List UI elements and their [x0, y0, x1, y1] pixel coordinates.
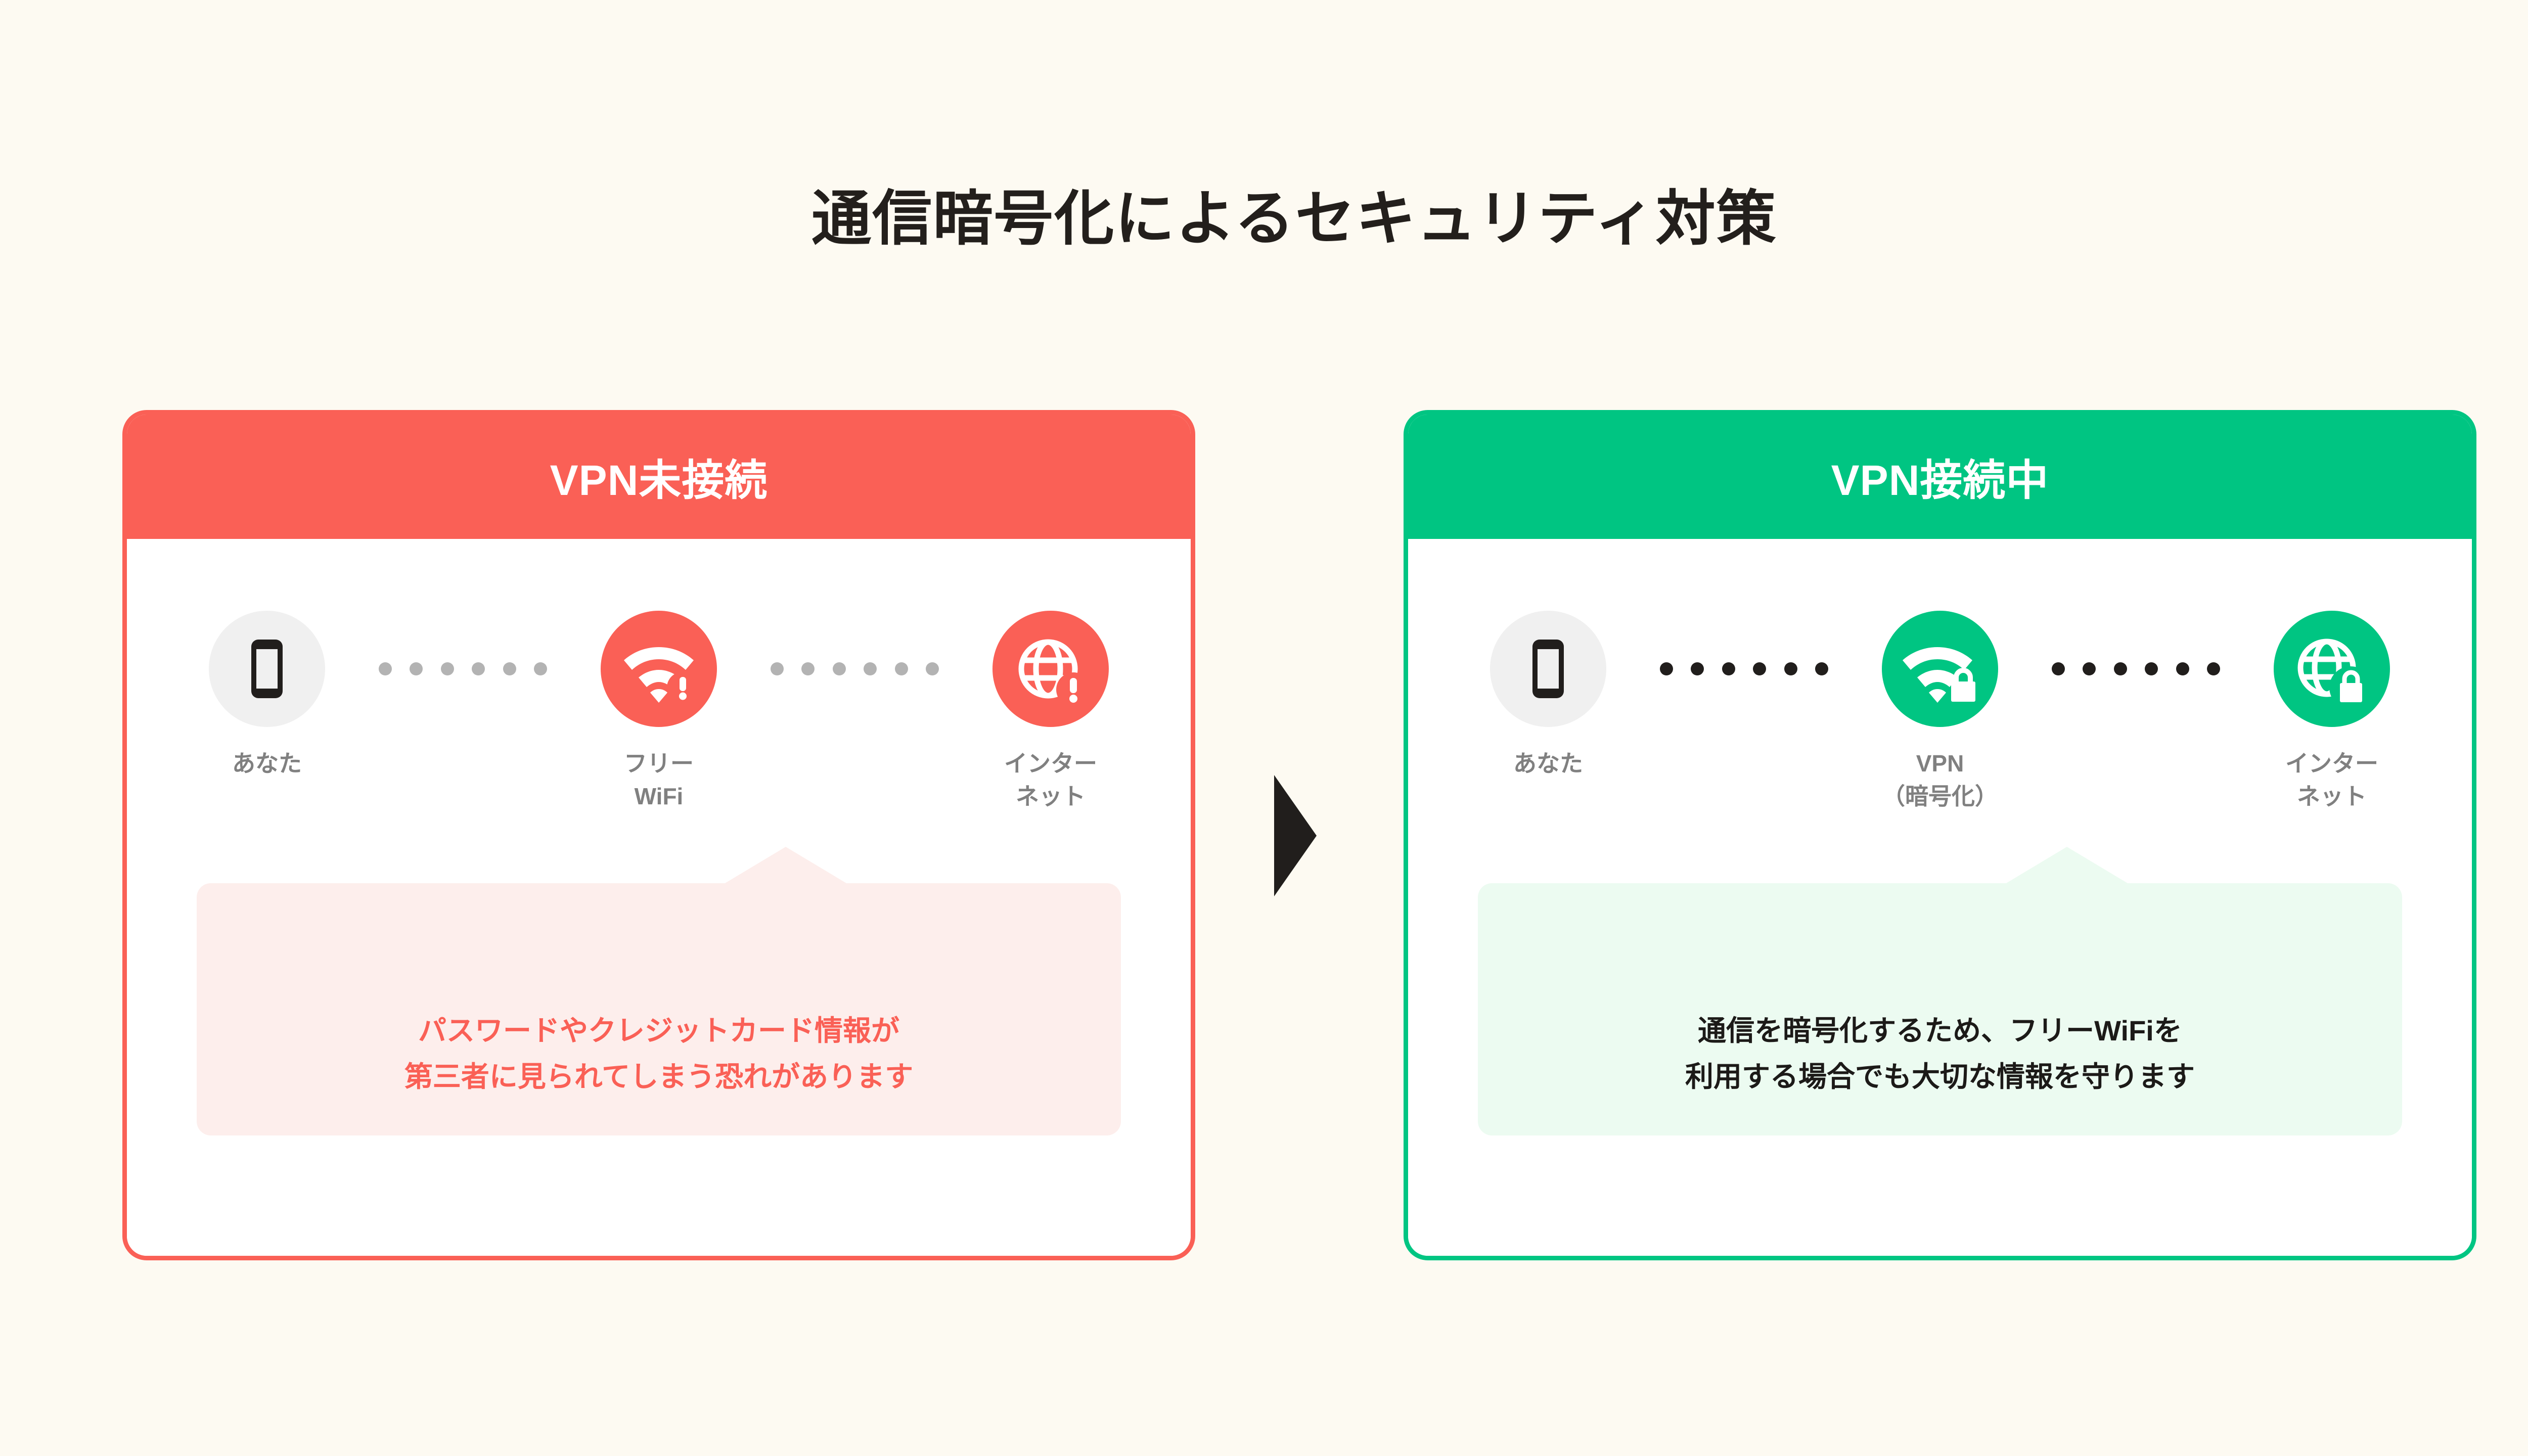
connector-dot — [2113, 662, 2127, 675]
connector-dot — [2083, 662, 2096, 675]
wifi-lock-icon — [1882, 611, 1998, 727]
connector-dot — [378, 662, 392, 675]
connector-dot — [472, 662, 485, 675]
node-you: あなた — [187, 611, 347, 780]
card-body-vpn-on: あなた — [1408, 539, 2472, 1256]
wifi-warning-icon — [601, 611, 717, 727]
node-label-internet: インター ネット — [2285, 750, 2378, 810]
node-label-internet: インター ネット — [1004, 750, 1097, 810]
connector-dot — [770, 662, 784, 675]
connector-dot — [1722, 662, 1735, 675]
page-title: 通信暗号化によるセキュリティ対策 — [811, 186, 1777, 252]
connector-dot — [440, 662, 454, 675]
connector-dot — [1753, 662, 1767, 675]
callout-vpn-off: パスワードやクレジットカード情報が 第三者に見られてしまう恐れがあります — [197, 847, 1121, 1135]
connector-dot — [2176, 662, 2189, 675]
connector-dot — [534, 662, 548, 675]
globe-warning-icon — [992, 611, 1109, 727]
node-label-free-wifi: フリー WiFi — [624, 750, 694, 810]
connector-dot — [2207, 662, 2221, 675]
connector-you-to-vpn — [1629, 611, 1860, 727]
node-free-wifi: フリー WiFi — [578, 611, 739, 813]
smartphone-icon — [209, 611, 325, 727]
card-header-vpn-off: VPN未接続 — [127, 415, 1191, 539]
connector-dot — [894, 662, 908, 675]
connector-dot — [503, 662, 516, 675]
connector-dot — [832, 662, 846, 675]
node-label-you: あなた — [1513, 750, 1583, 777]
connector-dot — [1659, 662, 1673, 675]
connector-wifi-to-internet — [739, 611, 970, 727]
connector-dot — [926, 662, 939, 675]
callout-text-vpn-on: 通信を暗号化するため、フリーWiFiを 利用する場合でも大切な情報を守ります — [1685, 1015, 2195, 1093]
node-vpn: VPN （暗号化） — [1860, 611, 2020, 813]
connector-dot — [1815, 662, 1829, 675]
connector-dot — [801, 662, 815, 675]
triangle-right-icon — [1274, 775, 1317, 896]
callout-tail-icon — [725, 847, 846, 883]
node-label-you: あなた — [232, 750, 302, 777]
connector-dot — [1691, 662, 1704, 675]
connector-dot — [410, 662, 423, 675]
callout-tail-icon — [2006, 847, 2128, 883]
node-internet: インター ネット — [2251, 611, 2412, 813]
callout-text-vpn-off: パスワードやクレジットカード情報が 第三者に見られてしまう恐れがあります — [404, 1015, 914, 1093]
card-header-vpn-on: VPN接続中 — [1408, 415, 2472, 539]
callout-vpn-on: 通信を暗号化するため、フリーWiFiを 利用する場合でも大切な情報を守ります — [1478, 847, 2402, 1135]
node-you: あなた — [1468, 611, 1629, 780]
card-vpn-on: VPN接続中 あなた — [1404, 410, 2476, 1260]
card-body-vpn-off: あなた — [127, 539, 1191, 1256]
connector-dot — [864, 662, 877, 675]
node-row-vpn-on: あなた — [1408, 611, 2472, 813]
connector-dot — [1784, 662, 1797, 675]
connector-dot — [2145, 662, 2158, 675]
card-vpn-off: VPN未接続 あなた — [122, 410, 1195, 1260]
node-row-vpn-off: あなた — [127, 611, 1191, 813]
globe-lock-icon — [2274, 611, 2390, 727]
connector-dot — [2051, 662, 2065, 675]
connector-you-to-wifi — [347, 611, 578, 727]
node-label-vpn: VPN （暗号化） — [1882, 750, 1998, 810]
node-internet: インター ネット — [970, 611, 1131, 813]
smartphone-icon — [1490, 611, 1606, 727]
connector-vpn-to-internet — [2020, 611, 2251, 727]
